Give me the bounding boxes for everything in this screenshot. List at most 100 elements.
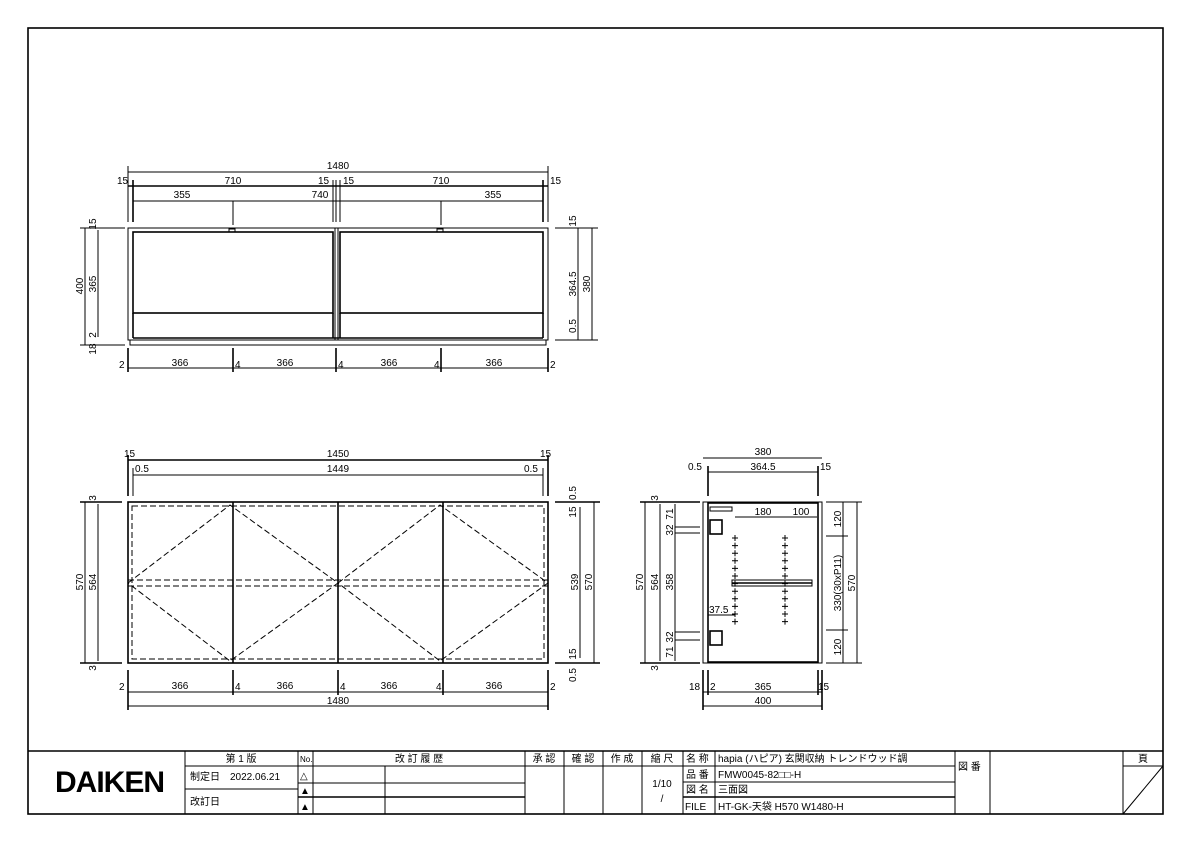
dim-label: 366 (486, 681, 503, 692)
title-block: DAIKEN 第 1 版 No. 改 訂 履 歴 制定日 2022.06.21 … (28, 750, 1164, 815)
dim-label: 365 (88, 275, 99, 292)
pin-hole-mark (782, 595, 788, 602)
approved-header: 承 認 (533, 752, 556, 765)
pin-hole-mark (782, 603, 788, 610)
dim-label: 0.5 (688, 462, 702, 473)
page-label: 頁 (1138, 753, 1148, 765)
dim-label: 15 (820, 462, 832, 473)
edition: 第 1 版 (225, 752, 256, 765)
dim-label: 564 (650, 573, 661, 590)
dim-label: 2 (88, 332, 99, 338)
side-view: 380 0.5 364.5 15 3 570 564 358 71 32 32 … (635, 447, 862, 710)
created-header: 作 成 (611, 753, 634, 765)
dim-label: 15 (117, 176, 129, 187)
dim-label: 2 (550, 682, 556, 693)
pin-hole-mark (732, 557, 738, 564)
scale-value-2: / (661, 794, 664, 805)
top-plinth (129, 339, 547, 346)
dim-label: 71 (665, 508, 676, 520)
pin-hole-mark (782, 588, 788, 595)
dim-label: 740 (312, 190, 329, 201)
pin-hole-mark (782, 565, 788, 572)
dim-label: 0.5 (524, 464, 538, 475)
no-header: No. (300, 755, 312, 764)
sheet-border (27, 27, 1164, 815)
dim-label: 564 (88, 573, 99, 590)
dim-label: 366 (172, 358, 189, 369)
dim-label: 15 (568, 215, 579, 227)
dim-label: 364.5 (750, 462, 775, 473)
revised-label: 改訂日 (190, 795, 220, 808)
dim-label: 0.5 (568, 319, 579, 333)
dim-label: 4 (436, 682, 442, 693)
dim-label: 15 (540, 449, 552, 460)
dim-label: 1480 (327, 161, 350, 172)
dim-label: 18 (689, 682, 701, 693)
front-view: 15 1450 15 0.5 1449 0.5 3 570 564 3 0.5 … (75, 449, 600, 710)
dim-label: 570 (75, 573, 86, 590)
dim-label: 570 (847, 574, 858, 591)
dim-label: 4 (338, 360, 344, 371)
dim-label: 0.5 (135, 464, 149, 475)
dim-label: 2 (550, 360, 556, 371)
pin-hole-mark (732, 550, 738, 557)
pin-hole-mark (782, 557, 788, 564)
pin-hole-mark (782, 550, 788, 557)
hinge-mark (436, 228, 444, 233)
drawing-no-label: 図 番 (958, 761, 981, 773)
dim-label: 15 (818, 682, 830, 693)
part-number: FMW0045-82□□-H (718, 770, 801, 781)
pin-hole-mark (732, 603, 738, 610)
pin-hole-mark (732, 618, 738, 625)
dim-label: 1480 (327, 696, 350, 707)
dim-label: 1449 (327, 464, 350, 475)
dim-label: 0.5 (568, 486, 579, 500)
dim-label: 710 (433, 176, 450, 187)
hinge-icon (709, 519, 723, 535)
dim-label: 3 (88, 495, 99, 501)
product-name: hapia (ハピア) 玄関収納 トレンドウッド調 (718, 752, 907, 765)
dim-label: 710 (225, 176, 242, 187)
hinge-mark (228, 228, 236, 233)
dim-label: 18 (88, 343, 99, 355)
drawing-name: 三面図 (718, 784, 748, 796)
revision-triangle-icon: ▲ (300, 802, 310, 813)
dim-label: 4 (235, 682, 241, 693)
pin-hole-mark (732, 595, 738, 602)
dim-label: 380 (755, 447, 772, 458)
dim-label: 32 (665, 524, 676, 536)
dim-label: 15 (343, 176, 355, 187)
dim-label: 15 (88, 218, 99, 230)
dim-label: 37.5 (709, 605, 729, 616)
dim-label: 539 (570, 573, 581, 590)
top-left-shelf (132, 231, 334, 314)
pin-hole-mark (782, 542, 788, 549)
scale-value: 1/10 (652, 779, 672, 790)
dim-label: 15 (550, 176, 562, 187)
revision-triangle-icon: △ (300, 771, 308, 782)
dim-label: 3 (650, 665, 661, 671)
pin-hole-mark (782, 573, 788, 579)
dim-label: 366 (172, 681, 189, 692)
dim-label: 71 (665, 646, 676, 658)
pin-hole-mark (782, 611, 788, 617)
file-name: HT-GK-天袋 H570 W1480-H (718, 800, 844, 813)
dim-label: 3 (650, 495, 661, 501)
file-label: FILE (685, 802, 706, 813)
dim-label: 15 (318, 176, 330, 187)
hinge-icon (709, 630, 723, 646)
dim-label: 365 (755, 682, 772, 693)
pin-hole-mark (782, 535, 788, 541)
dim-label: 366 (277, 358, 294, 369)
revision-triangle-icon: ▲ (300, 786, 310, 797)
dim-label: 15 (568, 648, 579, 660)
dim-label: 366 (381, 358, 398, 369)
dim-label: 120 (833, 510, 844, 527)
top-view: 1480 15 710 15 15 710 15 355 740 355 400… (75, 161, 598, 372)
pin-hole-mark (782, 618, 788, 625)
pin-hole-mark (732, 565, 738, 572)
scale-header: 縮 尺 (651, 752, 674, 765)
door-open-mark (337, 504, 549, 662)
dim-label: 180 (755, 507, 772, 518)
dim-label: 330(30xP11) (833, 555, 844, 612)
